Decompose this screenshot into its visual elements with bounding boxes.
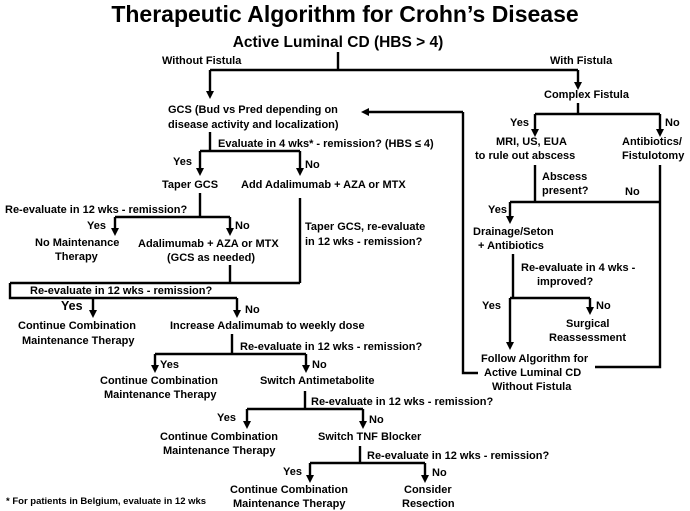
without-fistula-label: Without Fistula bbox=[162, 55, 242, 67]
reeval4-line-2: improved? bbox=[537, 276, 594, 288]
reeval12-e-label: Re-evaluate in 12 wks - remission? bbox=[367, 450, 549, 462]
no-maintenance-line-2: Therapy bbox=[55, 251, 99, 263]
surgical-line-1: Surgical bbox=[566, 318, 609, 330]
abscess-yes: Yes bbox=[488, 204, 507, 216]
reeval12-d-label: Re-evaluate in 12 wks - remission? bbox=[311, 396, 493, 408]
reeval4-yes: Yes bbox=[482, 300, 501, 312]
follow-line-1: Follow Algorithm for bbox=[481, 353, 589, 365]
cont-comb-3-line-1: Continue Combination bbox=[160, 431, 278, 443]
drainage-line-2: + Antibiotics bbox=[478, 240, 544, 252]
eval4-label: Evaluate in 4 wks* - remission? (HBS ≤ 4… bbox=[218, 138, 434, 150]
reeval12-d-yes: Yes bbox=[217, 412, 236, 424]
surgical-line-2: Reassessment bbox=[549, 332, 626, 344]
abscess-no: No bbox=[625, 186, 640, 198]
cont-comb-1-line-2: Maintenance Therapy bbox=[22, 335, 135, 347]
complex-no: No bbox=[665, 117, 680, 129]
reeval12-e-no: No bbox=[432, 467, 447, 479]
follow-line-2: Active Luminal CD bbox=[484, 367, 581, 379]
reeval12-b-label: Re-evaluate in 12 wks - remission? bbox=[30, 285, 212, 297]
cont-comb-2-line-2: Maintenance Therapy bbox=[104, 389, 217, 401]
reeval12-e-yes: Yes bbox=[283, 466, 302, 478]
drainage-line-1: Drainage/Seton bbox=[473, 226, 554, 238]
reeval4-no: No bbox=[596, 300, 611, 312]
consider-label: Consider bbox=[404, 484, 452, 496]
reeval12-d-connector bbox=[247, 391, 363, 411]
complex-fistula-connector bbox=[535, 103, 660, 116]
reeval12-c-yes: Yes bbox=[160, 359, 179, 371]
resection-label: Resection bbox=[402, 498, 455, 510]
page-subtitle: Active Luminal CD (HBS > 4) bbox=[233, 34, 444, 51]
gcs-line-1: GCS (Bud vs Pred depending on bbox=[168, 104, 338, 116]
page-title: Therapeutic Algorithm for Crohn’s Diseas… bbox=[111, 1, 578, 27]
reeval12-b-no: No bbox=[245, 304, 260, 316]
eval4-no: No bbox=[305, 159, 320, 171]
mri-line-2: to rule out abscess bbox=[475, 150, 575, 162]
reeval12-d-no: No bbox=[369, 414, 384, 426]
increase-ada-label: Increase Adalimumab to weekly dose bbox=[170, 320, 365, 332]
reeval12-b-connector bbox=[8, 265, 300, 300]
taper-reeval-line-2: in 12 wks - remission? bbox=[305, 236, 423, 248]
reeval12-b-yes: Yes bbox=[61, 299, 83, 313]
taper-reeval-line-1: Taper GCS, re-evaluate bbox=[305, 221, 425, 233]
cont-comb-1-line-1: Continue Combination bbox=[18, 320, 136, 332]
antibiotics-line-1: Antibiotics/ bbox=[622, 136, 682, 148]
with-fistula-label: With Fistula bbox=[550, 55, 613, 67]
abscess-line-1: Abscess bbox=[542, 171, 587, 183]
switch-anti-label: Switch Antimetabolite bbox=[260, 375, 375, 387]
eval4-yes: Yes bbox=[173, 156, 192, 168]
eval4-connector bbox=[200, 132, 300, 153]
reeval12-c-no: No bbox=[312, 359, 327, 371]
complex-fistula-label: Complex Fistula bbox=[544, 89, 630, 101]
reeval12-e-connector bbox=[310, 446, 425, 465]
reeval12-a-label: Re-evaluate in 12 wks - remission? bbox=[5, 204, 187, 216]
reeval12-a-yes: Yes bbox=[87, 220, 106, 232]
ada-aza-line-1: Adalimumab + AZA or MTX bbox=[138, 238, 279, 250]
no-maintenance-line-1: No Maintenance bbox=[35, 237, 119, 249]
antibiotics-down-connector bbox=[595, 165, 662, 369]
reeval12-c-label: Re-evaluate in 12 wks - remission? bbox=[240, 341, 422, 353]
footnote: * For patients in Belgium, evaluate in 1… bbox=[6, 496, 206, 507]
gcs-line-2: disease activity and localization) bbox=[168, 119, 339, 131]
cont-comb-4-line-1: Continue Combination bbox=[230, 484, 348, 496]
cont-comb-4-line-2: Maintenance Therapy bbox=[233, 498, 346, 510]
cont-comb-2-line-1: Continue Combination bbox=[100, 375, 218, 387]
reeval4-line-1: Re-evaluate in 4 wks - bbox=[521, 262, 636, 274]
mri-line-1: MRI, US, EUA bbox=[496, 136, 567, 148]
reeval4-connector bbox=[510, 254, 590, 300]
complex-yes: Yes bbox=[510, 117, 529, 129]
abscess-line-2: present? bbox=[542, 185, 589, 197]
return-to-gcs-connector bbox=[461, 112, 478, 375]
reeval12-a-no: No bbox=[235, 220, 250, 232]
taper-gcs-label: Taper GCS bbox=[162, 179, 218, 191]
antibiotics-line-2: Fistulotomy bbox=[622, 150, 685, 162]
add-ada-label: Add Adalimumab + AZA or MTX bbox=[241, 179, 406, 191]
cont-comb-3-line-2: Maintenance Therapy bbox=[163, 445, 276, 457]
ada-aza-line-2: (GCS as needed) bbox=[167, 252, 255, 264]
switch-tnf-label: Switch TNF Blocker bbox=[318, 431, 422, 443]
top-split-connector bbox=[210, 52, 578, 72]
follow-line-3: Without Fistula bbox=[492, 381, 572, 393]
reeval12-c-connector bbox=[155, 334, 306, 356]
abscess-connector bbox=[510, 165, 660, 204]
reeval12-a-connector bbox=[115, 193, 230, 219]
